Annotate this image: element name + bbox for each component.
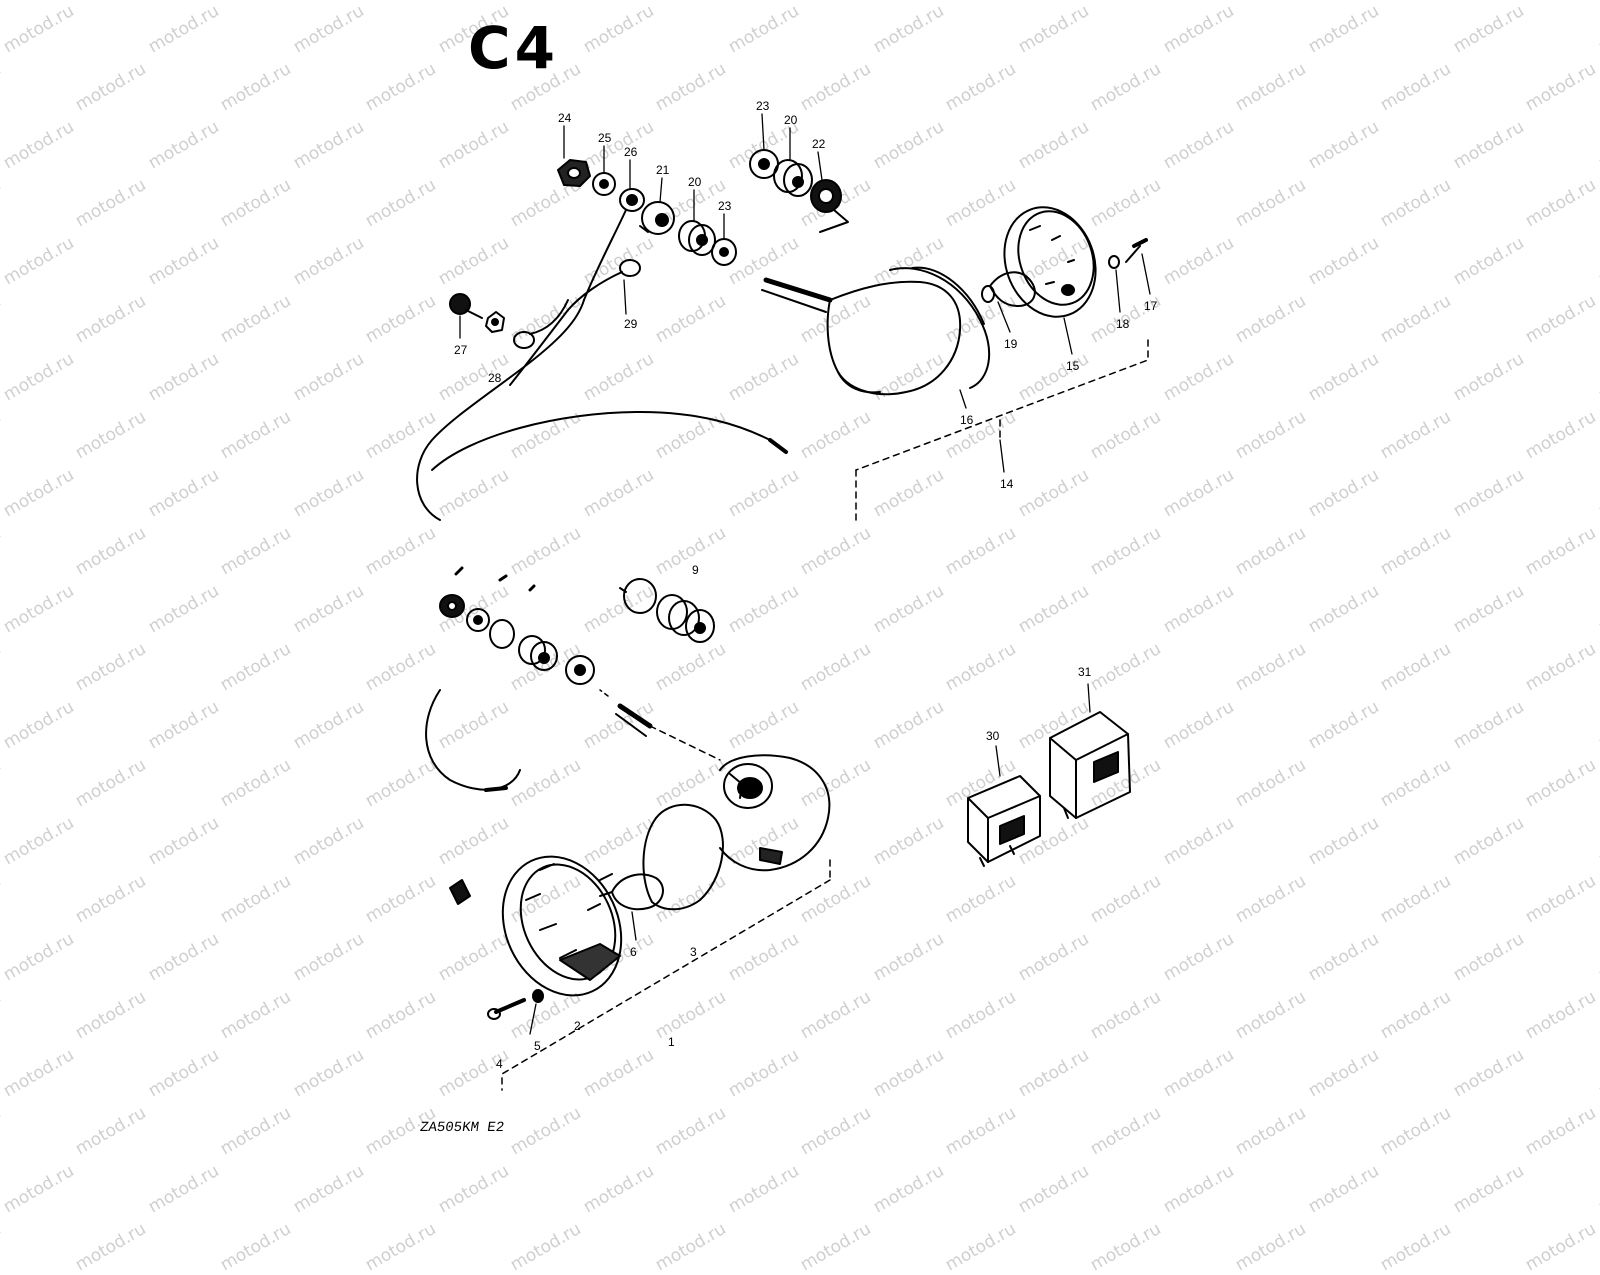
- callout-20-rubber-cushion: 20: [688, 175, 702, 189]
- small-clip-drawing: [449, 879, 471, 905]
- callout-5-screw: 5: [534, 1039, 541, 1053]
- terminal-26-drawing: [583, 188, 645, 301]
- callout-14-turn-signal-assembly-rear: 14: [1000, 477, 1014, 491]
- front-bulb-6-drawing: [599, 873, 664, 911]
- middle-cushion-stack-left-drawing: [439, 566, 595, 685]
- callout-28-lead-wire: 28: [488, 371, 502, 385]
- watermark-text: motod.ru: [217, 1219, 295, 1275]
- callout-leader-line: [631, 911, 637, 941]
- callout-leader-line: [959, 389, 967, 409]
- callout-17-screw: 17: [1144, 299, 1158, 313]
- callout-19-bulb: 19: [1004, 337, 1018, 351]
- callout-leader-line: [995, 745, 1001, 777]
- callout-leader-line: [623, 279, 627, 315]
- callout-9-cushion-set: 9: [692, 563, 699, 577]
- callout-31-relay: 31: [1078, 665, 1092, 679]
- callout-leader-line: [1115, 269, 1121, 313]
- screw-17-18-drawing: [1108, 238, 1148, 269]
- callout-22-collar: 22: [812, 137, 826, 151]
- callout-leader-line: [1141, 253, 1151, 295]
- grommet-21-drawing: [639, 201, 675, 235]
- stack-23-20-22-drawing: [749, 149, 849, 233]
- nut-24-drawing: [557, 159, 591, 187]
- relay-31-drawing: [1049, 711, 1131, 819]
- rear-lamp-housing-drawing: [761, 266, 991, 396]
- callout-26-terminal: 26: [624, 145, 638, 159]
- callout-leader-line: [761, 113, 765, 151]
- front-stem-drawing: [599, 689, 721, 761]
- callout-25-washer: 25: [598, 131, 612, 145]
- callout-23-washer: 23: [756, 99, 770, 113]
- callout-20-rubber-cushion: 20: [784, 113, 798, 127]
- callout-27-bolt: 27: [454, 343, 468, 357]
- callout-leader-line: [659, 177, 663, 203]
- callout-leader-line: [999, 439, 1005, 473]
- bolt-27-drawing: [449, 293, 483, 319]
- washer-23-drawing: [711, 238, 737, 266]
- callout-23-washer: 23: [718, 199, 732, 213]
- callout-leader-line: [529, 1003, 537, 1035]
- watermark-text: motod.ru: [1232, 1219, 1310, 1275]
- cushion-20-drawing: [678, 220, 716, 256]
- bracket-1-drawing: [501, 859, 831, 1091]
- callout-2-lens: 2: [574, 1019, 581, 1033]
- callout-15-lens: 15: [1066, 359, 1080, 373]
- watermark-text: motod.ru: [1087, 1219, 1165, 1275]
- front-lamp-housing-drawing: [642, 754, 831, 911]
- watermark-text: motod.ru: [652, 1219, 730, 1275]
- exploded-view-drawing: [416, 113, 1151, 1091]
- washer-25-drawing: [592, 172, 616, 196]
- callout-3-gasket: 3: [690, 945, 697, 959]
- bracket-14-drawing: [855, 339, 1149, 521]
- callout-6-bulb: 6: [630, 945, 637, 959]
- front-lead-wire-drawing: [425, 689, 521, 792]
- lead-wire-28-drawing: [416, 299, 585, 521]
- callout-1-turn-signal-assembly-front: 1: [668, 1035, 675, 1049]
- watermark-text: motod.ru: [0, 1219, 5, 1275]
- front-lens-2-drawing: [501, 855, 623, 997]
- callout-16-gasket: 16: [960, 413, 974, 427]
- diagram-code: ZA505KM E2: [418, 1120, 506, 1136]
- watermark-text: motod.ru: [942, 1219, 1020, 1275]
- watermark-text: motod.ru: [362, 1219, 440, 1275]
- rear-bulb-19-drawing: [981, 271, 1036, 307]
- screw-4-5-drawing: [487, 989, 544, 1020]
- watermark-text: motod.ru: [1377, 1219, 1455, 1275]
- relay-30-drawing: [967, 775, 1041, 867]
- watermark-text: motod.ru: [507, 1219, 585, 1275]
- callout-leader-line: [1087, 683, 1091, 713]
- callout-24-nut: 24: [558, 111, 572, 125]
- page-title: C4: [468, 14, 559, 82]
- callout-18-washer: 18: [1116, 317, 1130, 331]
- callout-leader-line: [997, 301, 1011, 333]
- rear-lens-15-drawing: [1003, 206, 1097, 318]
- lead-wire-long-drawing: [431, 411, 788, 471]
- callout-29-terminal: 29: [624, 317, 638, 331]
- terminal-29-drawing: [509, 259, 641, 386]
- callout-leader-line: [817, 151, 823, 181]
- callout-30-relay: 30: [986, 729, 1000, 743]
- callout-21-grommet: 21: [656, 163, 670, 177]
- callout-leader-line: [1063, 317, 1073, 355]
- nut-28-drawing: [485, 311, 505, 333]
- watermark-text: motod.ru: [797, 1219, 875, 1275]
- watermark-text: motod.ru: [72, 1219, 150, 1275]
- middle-cushion-stack-right-drawing: [619, 578, 715, 643]
- callout-4-screw: 4: [496, 1057, 503, 1071]
- watermark-text: motod.ru: [1522, 1219, 1600, 1275]
